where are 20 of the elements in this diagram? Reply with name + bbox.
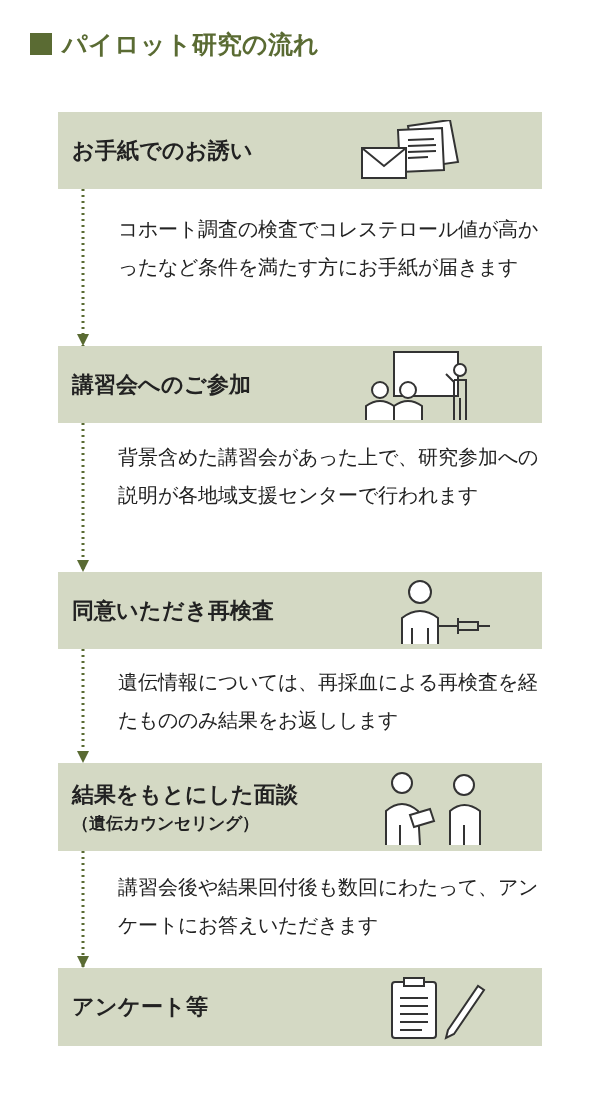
step-title: アンケート等 [72, 993, 209, 1021]
edge-label: 講習会後や結果回付後も数回にわたって、アンケートにお答えいただきます [118, 874, 539, 939]
dotted-arrow [77, 423, 89, 572]
step-box [58, 763, 542, 851]
edge-label: 背景含めた講習会があった上で、研究参加への説明が各地域支援センターで行われます [118, 444, 539, 509]
dotted-arrow [77, 649, 89, 763]
step-title: 講習会へのご参加 [72, 370, 252, 399]
step-box [58, 346, 542, 423]
edge-label: コホート調査の検査でコレステロール値が高かったなど条件を満たす方にお手紙が届きます [118, 216, 539, 281]
step-title: 結果をもとにした面談 [72, 780, 299, 809]
edge-label: 遺伝情報については、再採血による再検査を経たもののみ結果をお返しします [118, 669, 539, 734]
title: パイロット研究の流れ [62, 29, 319, 61]
step-box [58, 572, 542, 649]
step-box [58, 968, 542, 1046]
dotted-arrow [77, 851, 89, 968]
step-title: 同意いただき再検査 [72, 596, 275, 625]
dotted-arrow [77, 189, 89, 346]
step-box [58, 112, 542, 189]
step-subtitle: （遺伝カウンセリング） [72, 811, 260, 835]
step-title: お手紙でのお誘い [72, 136, 254, 165]
